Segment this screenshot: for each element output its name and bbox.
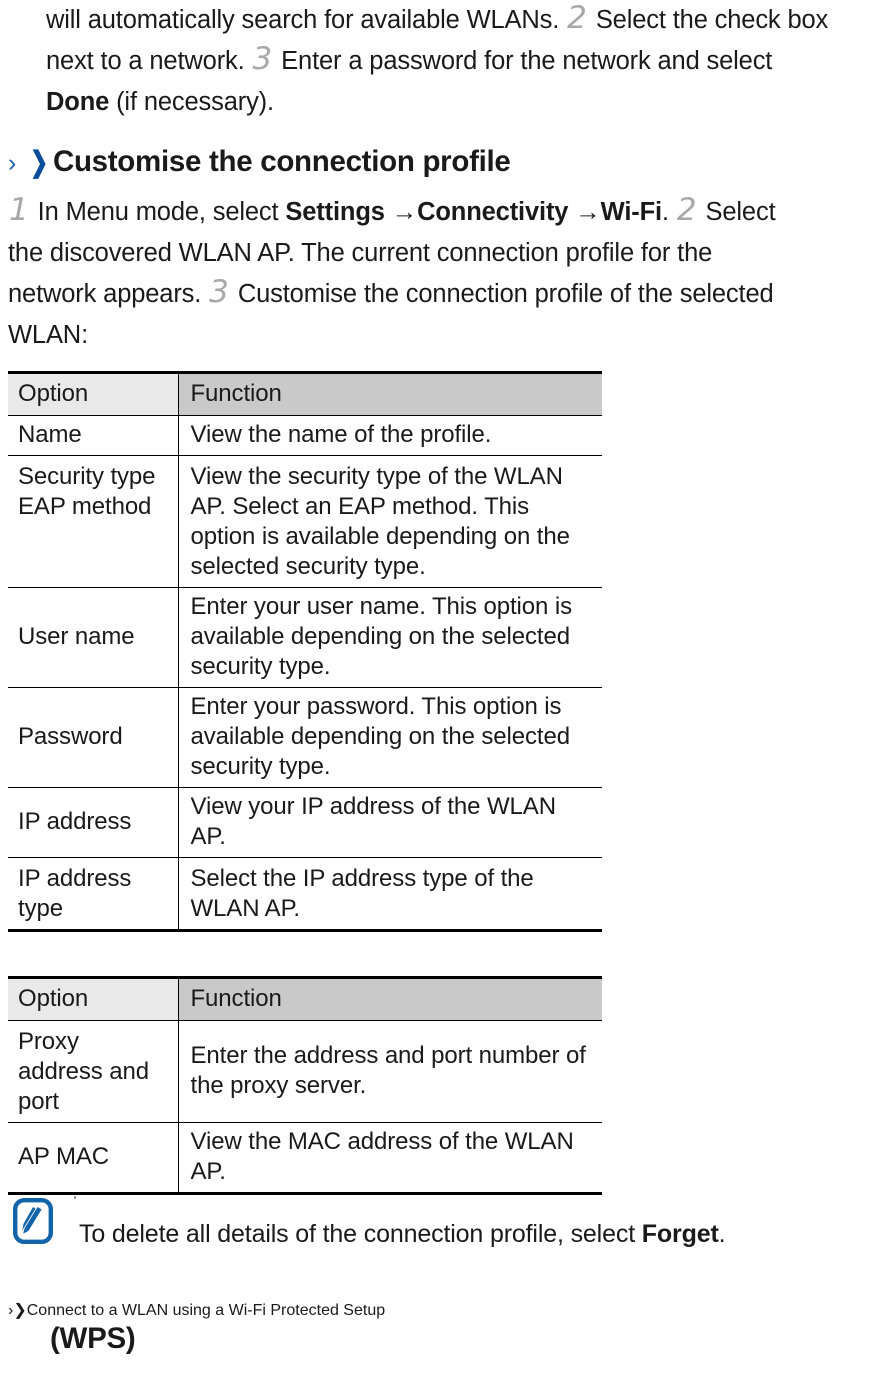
- table-1-option-4: IP address: [8, 787, 178, 858]
- table-2-function-0: Enter the address and port number of the…: [177, 1020, 602, 1123]
- table-1-option-5: IP address type: [8, 857, 178, 931]
- step-number-3b: 3: [209, 274, 229, 310]
- intro-line-3: Done (if necessary).: [46, 82, 274, 123]
- note-block: To delete all details of the connection …: [13, 1194, 726, 1252]
- step-text-d: network appears.: [8, 280, 209, 308]
- intro-line-2: next to a network. 3 Enter a password fo…: [46, 41, 772, 82]
- wps-heading-line-1: › ❯ Connect to a WLAN using a Wi-Fi Prot…: [8, 1300, 887, 1320]
- arrow-icon-1: →: [384, 198, 418, 226]
- table-1-header-option: Option: [8, 372, 178, 416]
- table-row: IP address type Select the IP address ty…: [8, 857, 602, 931]
- chevron-right-thin-icon: ›: [8, 1302, 14, 1319]
- table-header-row: Option Function: [8, 977, 602, 1021]
- options-table-2: Option Function Proxy address and port E…: [8, 976, 602, 1195]
- table-2-option-0: Proxy address and port: [18, 1028, 149, 1115]
- table-row: Password Enter your password. This optio…: [8, 687, 602, 788]
- table-row: AP MAC View the MAC address of the WLAN …: [8, 1122, 602, 1194]
- note-pencil-icon: [13, 1198, 53, 1244]
- note-text: To delete all details of the connection …: [79, 1194, 726, 1252]
- table-1-function-4: View your IP address of the WLAN AP.: [177, 787, 602, 858]
- step-line-2: the discovered WLAN AP. The current conn…: [8, 239, 713, 267]
- table-row: IP address View your IP address of the W…: [8, 787, 602, 858]
- section-heading-text: Customise the connection profile: [52, 145, 511, 178]
- table-1-option-2: User name: [8, 587, 178, 688]
- menu-connectivity: Connectivity: [417, 198, 569, 226]
- menu-settings: Settings: [285, 198, 385, 226]
- table-2-header-function: Function: [177, 977, 602, 1021]
- intro-bold-done: Done: [46, 88, 110, 116]
- table-2-option-1: AP MAC: [8, 1122, 178, 1194]
- table-row: Security type EAP method View the securi…: [8, 455, 602, 588]
- intro-line-1: will automatically search for available …: [46, 0, 828, 41]
- table-row: User name Enter your user name. This opt…: [8, 587, 602, 688]
- wps-heading-text-1: Connect to a WLAN using a Wi-Fi Protecte…: [26, 1302, 386, 1319]
- chevron-right-bold-icon: ❯: [30, 146, 49, 178]
- step-line-4: WLAN:: [8, 321, 89, 349]
- arrow-icon-2: →: [568, 198, 601, 226]
- table-1-option-0: Name: [18, 421, 82, 448]
- table-row: Name View the name of the profile.: [8, 415, 602, 456]
- step-number-1: 1: [9, 192, 29, 228]
- intro-text-e: (if necessary).: [109, 88, 274, 116]
- section-heading-customise: › ❯ Customise the connection profile: [8, 145, 511, 179]
- chevron-right-thin-icon: ›: [8, 149, 17, 177]
- table-1-function-1: View the security type of the WLAN AP. S…: [177, 455, 602, 588]
- options-table-1: Option Function Name View the name of th…: [8, 371, 602, 932]
- table-1-header-function: Function: [177, 372, 602, 416]
- step-text-a: In Menu mode, select: [30, 198, 286, 226]
- table-1-option-1: Security type EAP method: [8, 455, 178, 588]
- table-1-function-3: Enter your password. This option is avai…: [177, 687, 602, 788]
- menu-wifi: Wi-Fi: [600, 198, 662, 226]
- note-dot-decoration: [74, 1196, 76, 1199]
- step-number-3: 3: [252, 41, 273, 77]
- intro-text-a: will automatically search for available …: [46, 6, 567, 34]
- note-text-after: .: [718, 1220, 726, 1248]
- table-1-function-5: Select the IP address type of the WLAN A…: [177, 857, 602, 931]
- table-1-option-3: Password: [8, 687, 178, 788]
- intro-text-c: next to a network.: [46, 47, 252, 75]
- table-1-function-0: View the name of the profile.: [177, 415, 602, 456]
- step-number-2: 2: [567, 0, 587, 36]
- table-header-row: Option Function: [8, 372, 602, 416]
- step-line-1: 1 In Menu mode, select Settings →Connect…: [8, 192, 776, 233]
- table-1-function-2: Enter your user name. This option is ava…: [177, 587, 602, 688]
- step-text-b: .: [661, 198, 676, 226]
- step-line-3: network appears. 3 Customise the connect…: [8, 274, 774, 315]
- section-heading-wps: › ❯ Connect to a WLAN using a Wi-Fi Prot…: [8, 1300, 887, 1356]
- table-2-header-option: Option: [8, 977, 178, 1021]
- table-row: Proxy address and port Enter the address…: [8, 1020, 602, 1123]
- step-text-c: Select: [698, 198, 776, 226]
- step-text-e: Customise the connection profile of the …: [230, 280, 774, 308]
- step-number-2b: 2: [676, 192, 697, 228]
- table-2-function-1: View the MAC address of the WLAN AP.: [177, 1122, 602, 1194]
- intro-text-d: Enter a password for the network and sel…: [274, 47, 773, 75]
- note-bold-forget: Forget: [641, 1220, 719, 1248]
- chevron-right-bold-icon: ❯: [13, 1302, 27, 1319]
- wps-heading-text-2: (WPS): [50, 1322, 136, 1355]
- note-text-before: To delete all details of the connection …: [79, 1220, 642, 1248]
- intro-text-b: Select the check box: [588, 6, 829, 34]
